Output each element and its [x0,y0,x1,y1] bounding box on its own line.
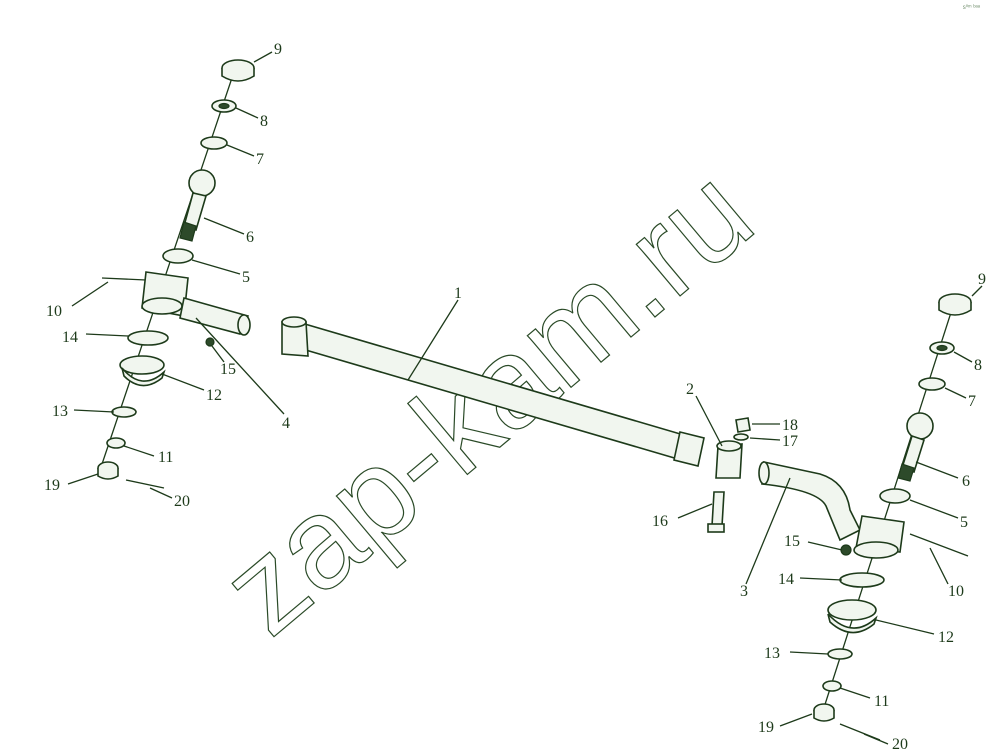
center-callouts: 1 2 18 17 16 3 [454,285,798,600]
right-cotter-pin [909,533,969,557]
left-ring-8-part [211,99,237,113]
center-callout-1: 1 [454,285,462,302]
bolt-16-part [707,491,725,533]
left-callout-10: 10 [46,303,62,320]
left-callout-7: 7 [256,151,264,168]
left-nut-11-part [106,437,126,449]
right-callout-7: 7 [968,393,976,410]
nut-18-part [735,417,751,433]
left-callout-14: 14 [62,329,78,346]
left-cap-part [221,59,255,82]
right-housing-part [853,515,905,559]
right-tie-rod-end-piece [758,461,862,542]
right-castle-nut-part [813,703,835,722]
left-tie-rod-end-housing [141,271,251,336]
left-callout-19: 19 [44,477,60,494]
clamp-2-part [715,440,743,479]
right-callout-9: 9 [978,271,986,288]
right-callout-15: 15 [784,533,800,550]
right-callout-8: 8 [974,357,982,374]
right-callout-19: 19 [758,719,774,736]
left-grease-fitting [205,337,215,347]
right-callout-5: 5 [960,514,968,531]
left-callout-9: 9 [274,41,282,58]
left-axis-line [99,59,239,471]
right-seal-5-part [879,488,911,504]
right-nut-11-part [822,680,842,692]
left-washer-14-part [127,330,169,346]
left-callout-20: 20 [174,493,190,510]
center-callout-17: 17 [782,433,798,450]
right-washer-13-part [827,648,853,660]
right-callout-6: 6 [962,473,970,490]
center-callout-16: 16 [652,513,668,530]
right-callout-12: 12 [938,629,954,646]
right-ball-pin-part [897,412,934,482]
left-callout-4: 4 [282,415,290,432]
left-callout-8: 8 [260,113,268,130]
right-boot-12-part [827,599,878,634]
left-callout-5: 5 [242,269,250,286]
washer-17-part [733,433,749,441]
right-callout-10: 10 [948,583,964,600]
left-callouts: 9 8 7 6 5 10 14 15 12 4 13 11 19 20 [44,41,290,510]
center-callout-2: 2 [686,381,694,398]
left-washer-7-part [200,136,228,150]
right-cap-part [938,293,972,316]
left-callout-11: 11 [158,449,173,466]
right-callout-11: 11 [874,693,889,710]
center-callout-18: 18 [782,417,798,434]
corner-mark: s⁰ᵐ ᵇᵃᵃ [962,5,980,11]
main-tube-part [281,316,705,467]
left-castle-nut-part [97,461,119,480]
right-callouts: 9 8 7 6 5 15 10 14 12 13 11 19 20 [758,271,986,753]
left-callout-13: 13 [52,403,68,420]
left-washer-13-part [111,406,137,418]
center-callout-3: 3 [740,583,748,600]
left-callout-6: 6 [246,229,254,246]
right-grease-fitting [840,544,852,556]
left-callout-15: 15 [220,361,236,378]
right-washer-7-part [918,377,946,391]
right-ring-8-part [929,341,955,355]
right-washer-14-part [839,572,885,588]
leader-lines [67,51,983,745]
left-cotter-20 [125,479,165,489]
left-cotter-pin [101,277,147,281]
left-boot-12-part [119,355,166,387]
left-callout-12: 12 [206,387,222,404]
right-callout-14: 14 [778,571,794,588]
left-seal-5-part [162,248,194,264]
right-callout-20: 20 [892,736,908,749]
left-ball-pin-part [179,169,216,242]
right-callout-13: 13 [764,645,780,662]
